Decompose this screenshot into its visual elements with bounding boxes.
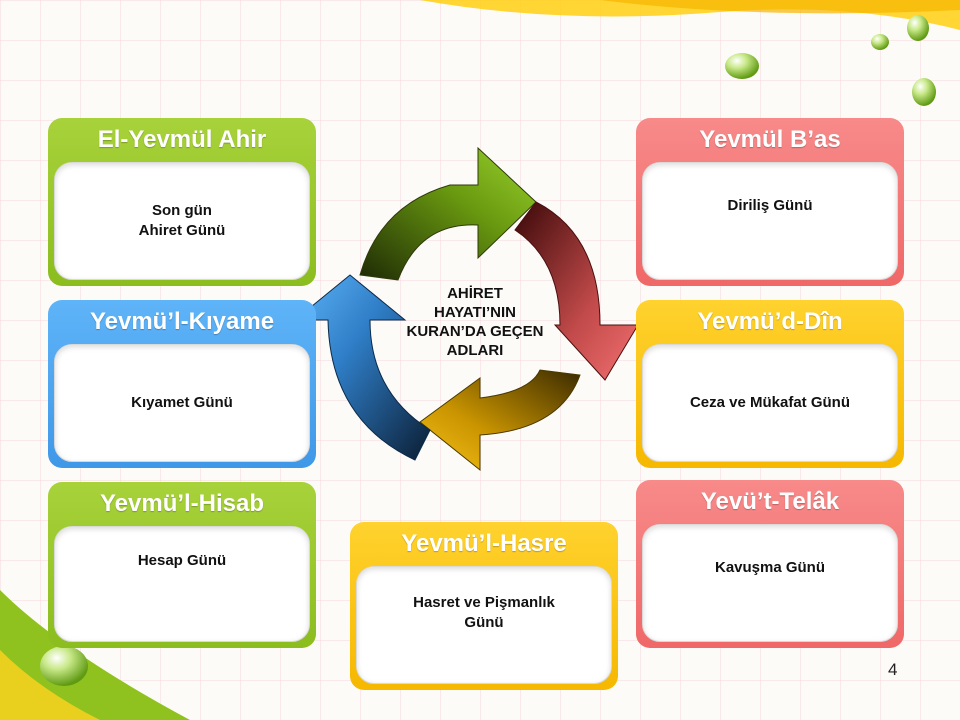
bottom-left-swoosh-accent (0, 650, 100, 720)
water-drop-icon (725, 53, 759, 79)
page-number: 4 (888, 660, 898, 679)
center-label: AHİRET HAYATI’NIN KURAN’DA GEÇEN ADLARI (406, 285, 544, 359)
card-body: Kıyamet Günü (54, 344, 310, 462)
card-title: Yevmü’l-Hasre (401, 530, 567, 557)
card-body: Hasret ve Pişmanlık Günü (356, 566, 612, 684)
water-drop-icon (912, 78, 936, 106)
blue-cycle-arrow (300, 274, 431, 461)
card-yevmul-hasre: Yevmü’l-Hasre Hasret ve Pişmanlık Günü (350, 522, 618, 690)
card-yevmud-din: Yevmü’d-Dîn Ceza ve Mükafat Günü (636, 300, 904, 468)
card-title: Yevü’t-Telâk (700, 488, 840, 515)
card-title: Yevmü’l-Kıyame (89, 308, 275, 335)
card-body: Kavuşma Günü (642, 524, 898, 642)
red-cycle-arrow (514, 201, 639, 381)
card-body: Son gün Ahiret Günü (54, 162, 310, 280)
card-title: Yevmül B’as (699, 126, 841, 153)
card-title: Yevmü’l-Hisab (99, 490, 265, 517)
water-drop-icon (40, 646, 88, 686)
cycle-arrows-diagram (300, 146, 639, 472)
top-swoosh-accent (600, 0, 960, 14)
card-yevmul-kiyame: Yevmü’l-Kıyame Kıyamet Günü (48, 300, 316, 468)
card-body: Ceza ve Mükafat Günü (642, 344, 898, 462)
card-yevmul-hisab: Yevmü’l-Hisab Hesap Günü (48, 482, 316, 648)
card-title: Yevmü’d-Dîn (697, 308, 843, 335)
water-drop-icon (907, 15, 929, 41)
card-yevut-telak: Yevü’t-Telâk Kavuşma Günü (636, 480, 904, 648)
card-yevmul-bas: Yevmül B’as Diriliş Günü (636, 118, 904, 286)
water-drop-icon (871, 34, 889, 50)
card-body: Diriliş Günü (642, 162, 898, 280)
card-body: Hesap Günü (54, 526, 310, 642)
green-cycle-arrow (359, 146, 537, 281)
card-el-yevmul-ahir: El-Yevmül Ahir Son gün Ahiret Günü (48, 118, 316, 286)
card-title: El-Yevmül Ahir (97, 126, 267, 153)
yellow-cycle-arrow (419, 369, 581, 472)
bottom-left-swoosh (0, 590, 190, 720)
